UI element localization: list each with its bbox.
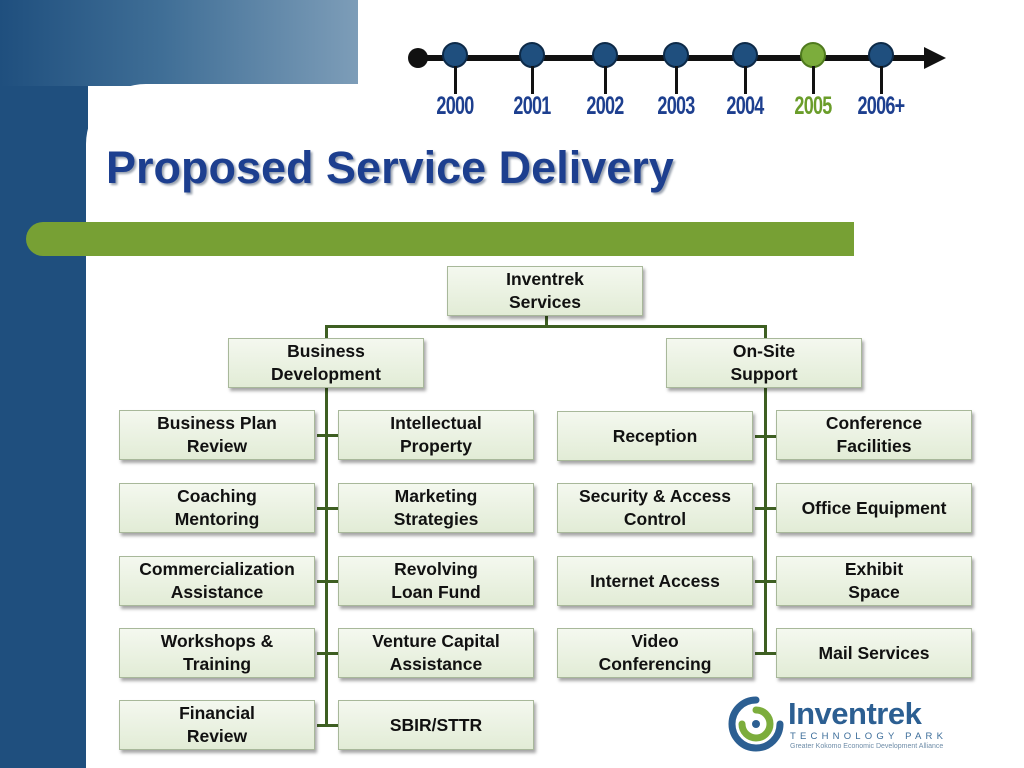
org-service-box: Marketing Strategies: [338, 483, 534, 533]
logo-swirl-icon: [728, 696, 784, 752]
timeline-stem: [604, 66, 607, 94]
timeline-stem: [880, 66, 883, 94]
timeline-node: [732, 42, 758, 68]
timeline-stem: [675, 66, 678, 94]
org-service-box: Office Equipment: [776, 483, 972, 533]
org-service-box: Conference Facilities: [776, 410, 972, 460]
timeline-year-label: 2006+: [857, 92, 906, 120]
timeline-node: [663, 42, 689, 68]
org-root-box: Inventrek Services: [447, 266, 643, 316]
connector: [317, 652, 338, 655]
accent-bar: [26, 222, 854, 256]
timeline-stem: [454, 66, 457, 94]
org-service-box: Workshops & Training: [119, 628, 315, 678]
timeline-node-current: [800, 42, 826, 68]
background-left-band: [0, 0, 88, 768]
org-service-box: Internet Access: [557, 556, 753, 606]
timeline-year-label-current: 2005: [794, 92, 832, 120]
connector: [755, 580, 776, 583]
timeline-year-label: 2002: [586, 92, 624, 120]
connector: [317, 434, 338, 437]
background-top-band: [0, 0, 358, 86]
connector: [317, 507, 338, 510]
org-service-box: Coaching Mentoring: [119, 483, 315, 533]
org-service-box: Mail Services: [776, 628, 972, 678]
connector: [325, 325, 766, 328]
connector: [764, 388, 767, 654]
timeline-node: [519, 42, 545, 68]
org-service-box: Video Conferencing: [557, 628, 753, 678]
org-service-box: Intellectual Property: [338, 410, 534, 460]
timeline-node: [868, 42, 894, 68]
connector: [317, 724, 338, 727]
timeline-year-label: 2001: [513, 92, 551, 120]
timeline-start-dot: [408, 48, 428, 68]
org-service-box: Security & Access Control: [557, 483, 753, 533]
logo-tagline: Greater Kokomo Economic Development Alli…: [790, 743, 944, 750]
org-branch-on-site-support: On-Site Support: [666, 338, 862, 388]
timeline-stem: [812, 66, 815, 94]
timeline-stem: [531, 66, 534, 94]
org-service-box: Reception: [557, 411, 753, 461]
org-service-box: SBIR/STTR: [338, 700, 534, 750]
timeline-year-label: 2004: [726, 92, 764, 120]
timeline-stem: [744, 66, 747, 94]
logo-subtitle: TECHNOLOGY PARK: [790, 731, 948, 742]
org-service-box: Exhibit Space: [776, 556, 972, 606]
org-service-box: Business Plan Review: [119, 410, 315, 460]
org-service-box: Financial Review: [119, 700, 315, 750]
org-service-box: Venture Capital Assistance: [338, 628, 534, 678]
inventrek-logo: Inventrek TECHNOLOGY PARK Greater Kokomo…: [726, 694, 966, 754]
connector: [325, 388, 328, 726]
timeline-node: [592, 42, 618, 68]
org-branch-business-development: Business Development: [228, 338, 424, 388]
org-service-box: Revolving Loan Fund: [338, 556, 534, 606]
org-service-box: Commercialization Assistance: [119, 556, 315, 606]
connector: [325, 325, 328, 339]
connector: [755, 507, 776, 510]
connector: [545, 316, 548, 328]
logo-name: Inventrek: [788, 696, 922, 731]
connector: [764, 325, 767, 339]
connector: [317, 580, 338, 583]
connector: [755, 652, 776, 655]
timeline-year-label: 2003: [657, 92, 695, 120]
slide-title: Proposed Service Delivery: [106, 142, 674, 193]
timeline-node: [442, 42, 468, 68]
timeline-arrow-icon: [924, 47, 946, 69]
connector: [755, 435, 776, 438]
timeline-year-label: 2000: [436, 92, 474, 120]
